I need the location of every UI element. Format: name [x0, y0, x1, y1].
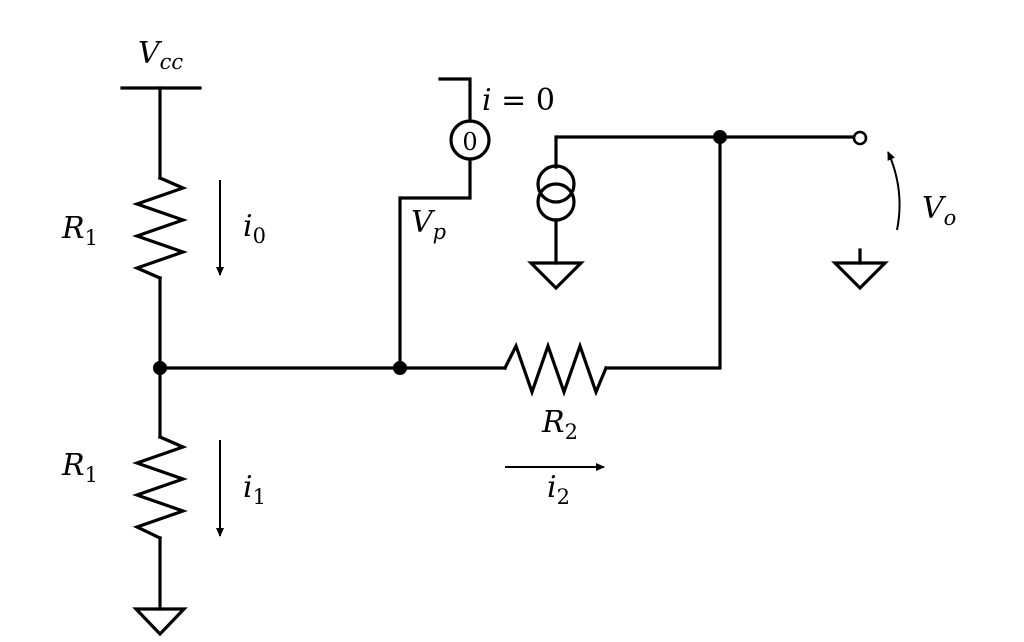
- wire-source-to-output: [554, 135, 722, 169]
- junction-dot-left: [153, 361, 167, 375]
- label-i-equals-zero: i = 0: [482, 83, 555, 118]
- label-vp: Vp: [411, 205, 446, 244]
- output-terminal-icon: [852, 130, 868, 146]
- ground-icon-source: [527, 261, 585, 291]
- label-i1: i1: [243, 470, 266, 509]
- label-i0: i0: [243, 209, 266, 248]
- wire-meter-top: [438, 77, 472, 123]
- wire-r2-to-output: [604, 135, 722, 370]
- resistor-r1-bottom: [132, 434, 188, 541]
- label-r1-top: R1: [61, 211, 98, 250]
- label-r2: R2: [541, 405, 578, 444]
- ground-icon-output: [831, 261, 889, 291]
- label-r1-bottom: R1: [61, 448, 98, 487]
- meter-reading: 0: [462, 128, 477, 156]
- label-vo: Vo: [922, 191, 956, 230]
- ground-icon: [132, 607, 188, 637]
- current-source-icon-top: [536, 164, 576, 204]
- resistor-r2: [502, 341, 609, 397]
- label-i2: i2: [547, 470, 570, 509]
- wire-vp-to-meter: [398, 157, 472, 370]
- voltage-arrow-vo: [887, 151, 901, 231]
- junction-dot-output: [713, 130, 727, 144]
- junction-dot-vp: [393, 361, 407, 375]
- label-vcc: Vcc: [138, 36, 183, 74]
- resistor-r1-top: [132, 175, 188, 281]
